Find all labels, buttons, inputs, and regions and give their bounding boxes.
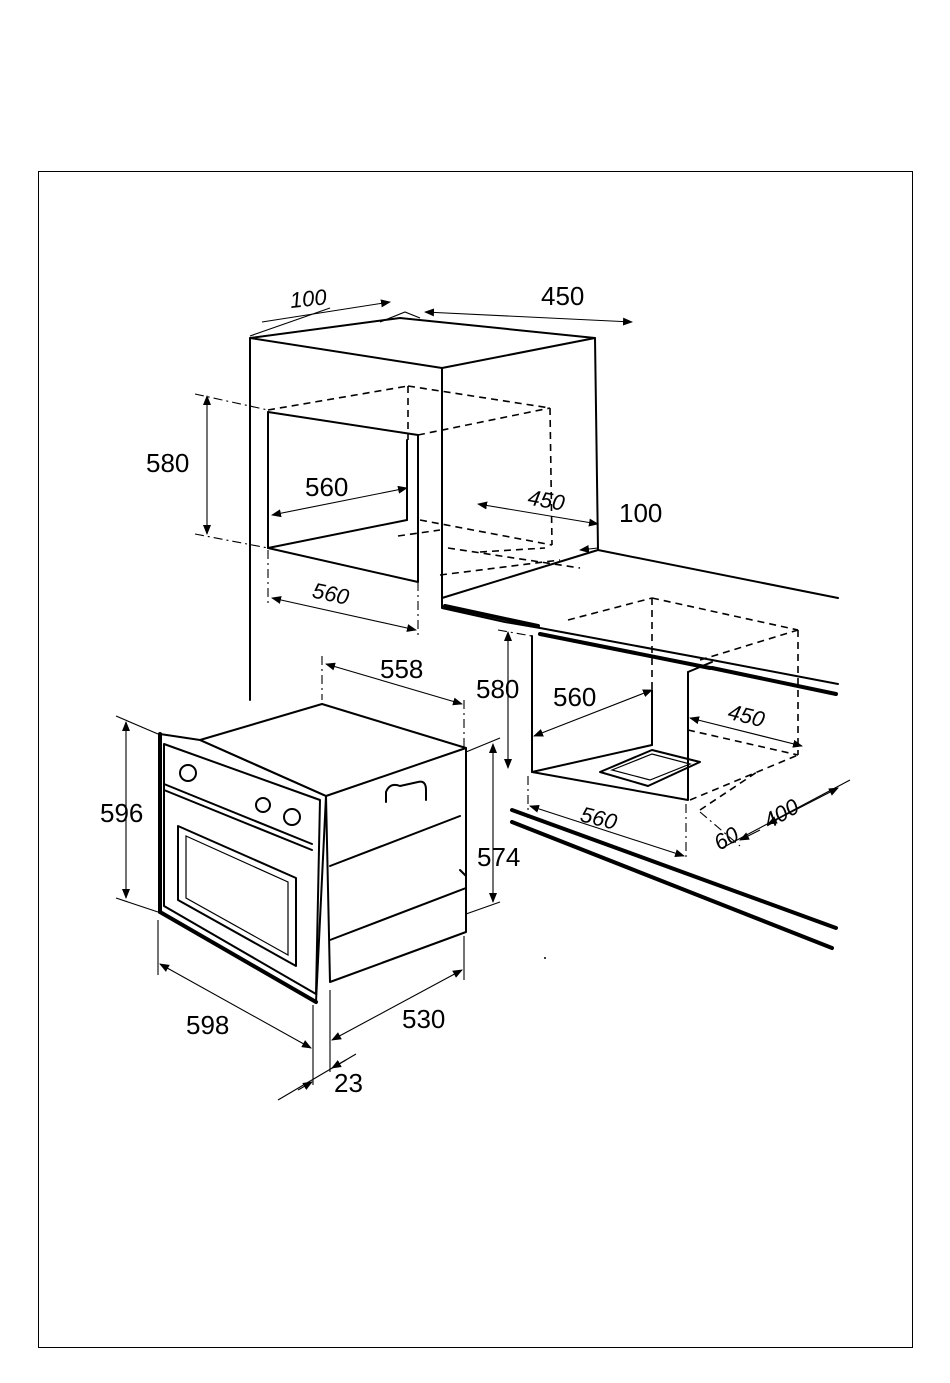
- label-under-vent-depth: 400: [759, 793, 804, 833]
- label-under-vent-front: 60: [709, 821, 743, 855]
- label-oven-front-width: 598: [186, 1010, 229, 1040]
- label-oven-door-thickness: 23: [334, 1068, 363, 1098]
- base-cabinet: [442, 550, 838, 948]
- label-wall-top-depth: 100: [289, 284, 329, 313]
- label-wall-niche-bottom-width: 560: [310, 578, 352, 610]
- label-under-niche-width: 560: [553, 682, 596, 712]
- label-oven-body-height: 574: [477, 842, 520, 872]
- label-wall-niche-depth: 450: [526, 485, 567, 516]
- label-under-niche-height: 580: [476, 674, 519, 704]
- label-oven-body-depth: 530: [402, 1004, 445, 1034]
- label-oven-front-height: 596: [100, 798, 143, 828]
- label-under-niche-depth: 450: [726, 699, 768, 732]
- label-under-niche-bottom-width: 560: [578, 802, 620, 835]
- label-oven-top-width: 558: [380, 654, 423, 684]
- label-wall-top-width: 450: [541, 281, 584, 311]
- label-wall-niche-width: 560: [305, 472, 348, 502]
- oven: [160, 704, 466, 1002]
- stray-dot: [544, 957, 546, 959]
- label-wall-niche-height: 580: [146, 448, 189, 478]
- label-wall-niche-clearance: 100: [619, 498, 662, 528]
